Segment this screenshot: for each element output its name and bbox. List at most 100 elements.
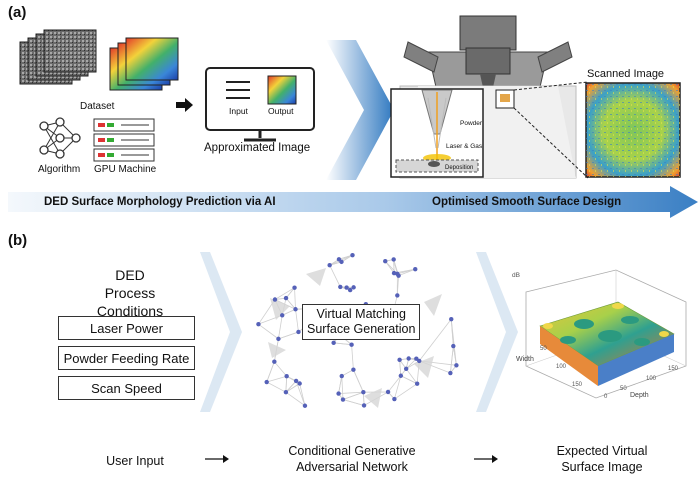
- monitor-icon: [205, 67, 315, 142]
- condition-powder-feeding-rate: Powder Feeding Rate: [58, 346, 195, 370]
- network-edge: [338, 375, 343, 394]
- network-node: [293, 307, 298, 312]
- network-node: [336, 257, 342, 262]
- expected-line-2: Surface Image: [561, 460, 643, 474]
- network-edge: [299, 383, 306, 406]
- network-node: [297, 381, 302, 386]
- network-node: [351, 367, 356, 372]
- network-edge: [295, 380, 306, 406]
- network-edge: [294, 287, 296, 310]
- approximated-image-label: Approximated Image: [204, 142, 311, 154]
- network-node: [293, 378, 299, 384]
- plot-z-axis-label: dB: [512, 272, 520, 279]
- scanned-image-label: Scanned Image: [587, 68, 665, 80]
- network-node: [344, 285, 349, 290]
- network-node: [339, 373, 344, 379]
- panel-a-label: (a): [8, 4, 27, 21]
- powder-label: Powder: [460, 120, 483, 127]
- cgan-line-1: Conditional Generative: [288, 444, 416, 458]
- network-node: [403, 366, 409, 371]
- network-node: [449, 316, 454, 322]
- expected-surface-label: Expected Virtual Surface Image: [532, 443, 672, 475]
- network-edge: [282, 308, 296, 316]
- network-node: [272, 359, 277, 364]
- process-chevron-arrow: [326, 40, 394, 180]
- network-edge: [394, 383, 418, 400]
- expected-surface-3d-plot: [525, 269, 687, 399]
- network-node: [361, 403, 367, 408]
- network-edge: [285, 376, 288, 393]
- network-node: [347, 287, 353, 293]
- width-tick-150: 150: [572, 382, 583, 388]
- network-edge: [266, 375, 287, 383]
- user-input-label: User Input: [106, 454, 164, 468]
- network-node: [398, 373, 404, 378]
- network-edge: [342, 391, 364, 400]
- network-edge: [353, 369, 364, 393]
- network-edge: [333, 342, 352, 346]
- network-edge: [274, 361, 287, 377]
- network-node: [392, 396, 397, 402]
- network-label-line-2: Surface Generation: [307, 322, 416, 336]
- network-node: [397, 357, 402, 363]
- network-node: [283, 389, 289, 395]
- gpu-machine-icon: [93, 118, 155, 162]
- condition-laser-power: Laser Power: [58, 316, 195, 340]
- network-edge: [452, 345, 457, 366]
- network-edge: [387, 375, 402, 393]
- network-node: [276, 336, 281, 342]
- dataset-image-stack: [19, 29, 179, 91]
- network-node: [292, 285, 297, 290]
- network-node: [383, 258, 388, 264]
- scanned-surface-image: [585, 82, 681, 178]
- width-tick-50: 50: [540, 346, 547, 352]
- arrow-1-icon: [205, 455, 229, 463]
- network-edge: [278, 331, 299, 340]
- process-conditions-title: DED Process Conditions: [80, 266, 180, 320]
- chevron-right: [476, 252, 518, 412]
- network-edge: [285, 391, 306, 407]
- network-edge: [405, 358, 417, 370]
- depth-tick-150: 150: [668, 366, 679, 372]
- network-edge: [400, 375, 418, 385]
- width-tick-100: 100: [556, 364, 567, 370]
- network-node: [336, 391, 341, 396]
- network-node: [391, 270, 397, 276]
- depth-tick-0: 0: [604, 394, 608, 400]
- network-edge: [405, 360, 420, 370]
- network-node: [414, 356, 419, 361]
- gpu-label: GPU Machine: [94, 164, 157, 175]
- right-arrow-icon: [176, 98, 193, 112]
- depth-tick-50: 50: [620, 386, 627, 392]
- network-node: [451, 343, 456, 349]
- cgan-label: Conditional Generative Adversarial Netwo…: [262, 443, 442, 475]
- network-node: [395, 293, 400, 298]
- network-edge: [258, 323, 279, 340]
- network-edge: [405, 368, 418, 384]
- network-edge: [295, 309, 299, 332]
- network-edge: [341, 376, 344, 400]
- plot-depth-label: Depth: [630, 392, 649, 399]
- depth-tick-100: 100: [646, 376, 657, 382]
- deposition-label: Deposition: [445, 165, 474, 171]
- panel-b-label: (b): [8, 232, 28, 249]
- network-node: [414, 381, 420, 386]
- network-edge: [362, 392, 365, 406]
- network-edge: [329, 265, 341, 288]
- plot-width-label: Width: [516, 356, 534, 363]
- network-node: [256, 321, 261, 327]
- monitor-input-label: Input: [229, 106, 248, 116]
- network-node: [351, 285, 356, 290]
- condition-scan-speed: Scan Speed: [58, 376, 195, 400]
- network-node: [302, 403, 308, 408]
- network-edge: [341, 369, 354, 377]
- network-edge: [274, 287, 295, 300]
- network-edge: [338, 254, 353, 260]
- network-node: [391, 257, 396, 262]
- chevron-left: [200, 252, 242, 412]
- network-edge: [285, 297, 296, 310]
- zoom-lines: [495, 81, 589, 179]
- network-node: [264, 379, 269, 385]
- network-edge: [450, 319, 454, 347]
- network-node: [396, 273, 401, 278]
